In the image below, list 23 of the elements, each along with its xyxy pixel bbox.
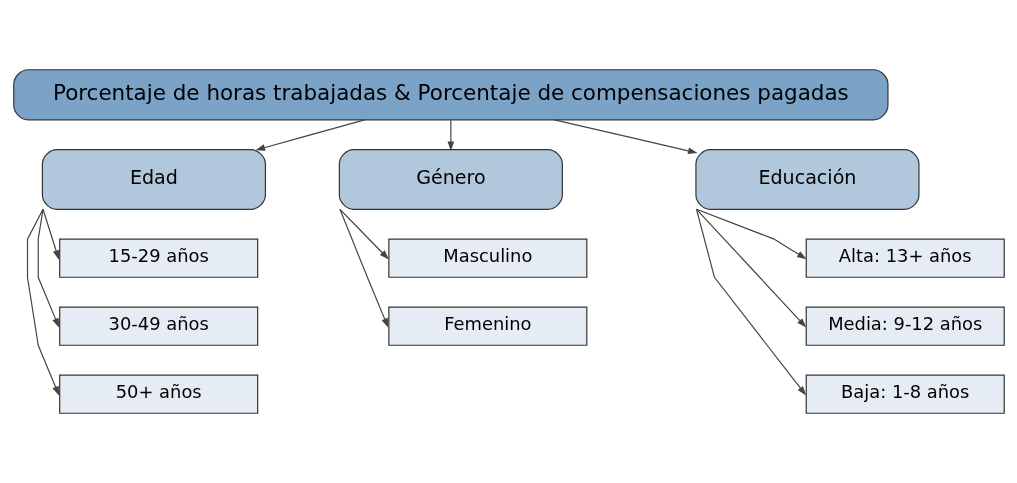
node-box: Género bbox=[338, 149, 563, 210]
arrow bbox=[338, 208, 389, 260]
arrow bbox=[26, 208, 59, 396]
node-box: Masculino bbox=[387, 238, 587, 278]
node-box: Porcentaje de horas trabajadas & Porcentaje de compensaciones pagadas bbox=[12, 69, 889, 121]
node-box: Media: 9-12 años bbox=[805, 306, 1005, 346]
node-box: Baja: 1-8 años bbox=[805, 374, 1005, 414]
arrow bbox=[338, 208, 388, 328]
arrow bbox=[695, 208, 806, 396]
arrow bbox=[255, 119, 365, 151]
arrow bbox=[37, 208, 59, 328]
arrow bbox=[41, 208, 59, 260]
node-box: Femenino bbox=[387, 306, 587, 346]
node-box: Educación bbox=[694, 149, 920, 210]
node-box: Alta: 13+ años bbox=[805, 238, 1005, 278]
node-box: 50+ años bbox=[58, 374, 258, 414]
arrow bbox=[553, 119, 698, 155]
arrow bbox=[447, 119, 454, 152]
node-box: 30-49 años bbox=[58, 306, 258, 346]
node-box: 15-29 años bbox=[58, 238, 258, 278]
arrow bbox=[695, 208, 807, 260]
node-box: Edad bbox=[41, 149, 266, 210]
arrow bbox=[695, 208, 806, 328]
